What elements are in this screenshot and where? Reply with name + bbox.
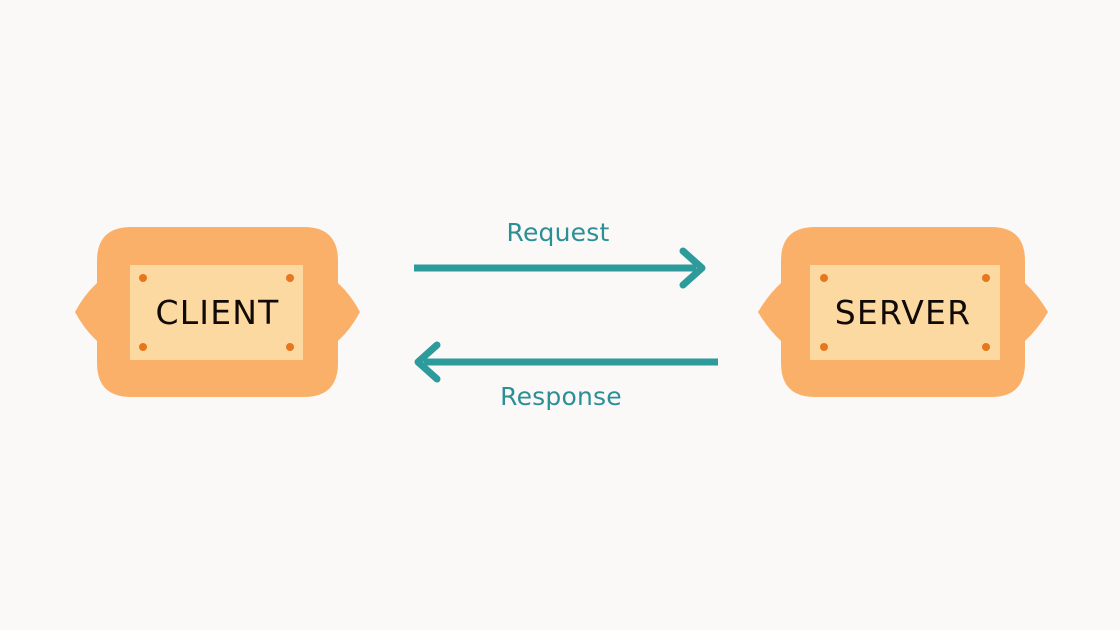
arrow-response-glyph <box>414 341 718 383</box>
client-dot-bottom-left <box>139 343 147 351</box>
arrow-response-head <box>414 341 441 383</box>
arrow-request-glyph <box>414 247 706 289</box>
arrow-response-label: Response <box>500 382 622 411</box>
server-dot-top-left <box>820 274 828 282</box>
server-dot-bottom-left <box>820 343 828 351</box>
node-client[interactable]: CLIENT <box>75 227 360 397</box>
arrow-request-head <box>679 247 706 289</box>
client-dot-bottom-right <box>286 343 294 351</box>
server-dot-top-right <box>982 274 990 282</box>
client-dot-top-right <box>286 274 294 282</box>
client-dot-top-left <box>139 274 147 282</box>
server-inner-panel <box>810 265 1000 360</box>
server-dot-bottom-right <box>982 343 990 351</box>
arrow-request-label: Request <box>506 218 610 247</box>
client-node-shape <box>75 227 360 397</box>
node-server[interactable]: SERVER <box>758 227 1048 397</box>
client-inner-panel <box>130 265 303 360</box>
arrow-request[interactable]: Request <box>400 218 720 290</box>
arrow-response[interactable]: Response <box>400 336 730 418</box>
server-node-shape <box>758 227 1048 397</box>
